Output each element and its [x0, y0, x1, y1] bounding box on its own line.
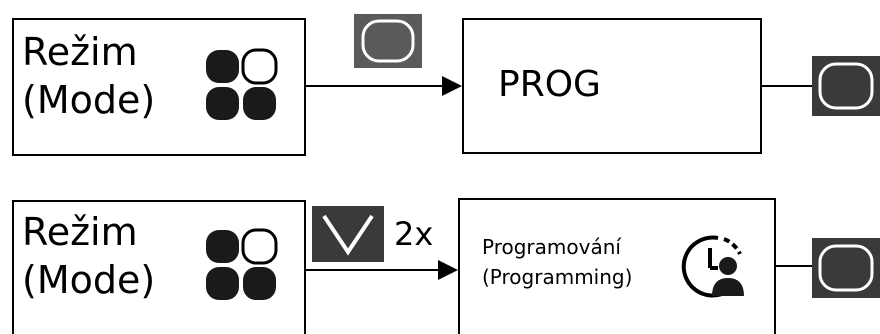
clock-user-icon [681, 235, 744, 298]
ok-button-icon [812, 238, 880, 298]
programming-label: Programování (Programming) [482, 232, 632, 292]
mode-quad-icon [206, 228, 278, 300]
programming-label-line2: (Programming) [482, 265, 633, 289]
prog-box [462, 18, 762, 154]
prog-label: PROG [498, 64, 601, 105]
mode-label-row2: Režim (Mode) [22, 208, 155, 304]
ok-button-icon [812, 56, 880, 116]
mode-label-line1: Režim [22, 210, 138, 254]
mode-label-line2: (Mode) [22, 78, 156, 122]
mode-label-line2: (Mode) [22, 258, 156, 302]
programming-label-line1: Programování [482, 235, 621, 259]
down-arrow-key-icon [312, 206, 384, 262]
mode-label-row1: Režim (Mode) [22, 28, 155, 124]
press-count: 2x [394, 215, 434, 253]
mode-label-line1: Režim [22, 30, 138, 74]
mode-quad-icon [206, 48, 278, 120]
ok-button-icon [354, 14, 422, 68]
